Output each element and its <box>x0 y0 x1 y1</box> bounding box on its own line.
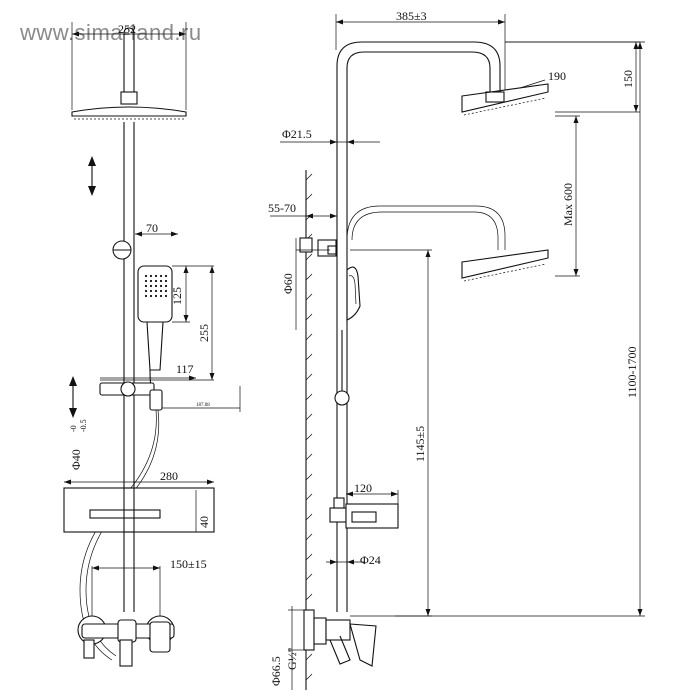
svg-text:150: 150 <box>621 70 635 88</box>
svg-text:Max 600: Max 600 <box>561 183 575 226</box>
svg-text:Φ66.5: Φ66.5 <box>269 656 283 686</box>
side-view: 385±3 190 150 Φ21.5 55-70 <box>268 9 645 690</box>
svg-text:40: 40 <box>197 516 211 528</box>
svg-text:1100-1700: 1100-1700 <box>625 346 639 398</box>
svg-text:-0: -0 <box>69 425 78 432</box>
svg-text:Φ21.5: Φ21.5 <box>282 127 312 141</box>
svg-text:150±15: 150±15 <box>170 557 207 571</box>
svg-text:Φ24: Φ24 <box>360 553 381 567</box>
dim-front-head-width: 252 <box>118 22 136 36</box>
svg-text:55-70: 55-70 <box>268 201 296 215</box>
side-mixer-lever <box>349 623 377 667</box>
svg-text:385±3: 385±3 <box>396 9 427 23</box>
svg-text:190: 190 <box>548 69 566 83</box>
side-overhead-head <box>461 83 549 113</box>
watermark-text: www.sima-land.ru <box>20 20 202 45</box>
front-view: 252 70 <box>63 22 241 667</box>
svg-text:187.08: 187.08 <box>196 403 210 408</box>
svg-text:125: 125 <box>170 287 184 305</box>
svg-text:120: 120 <box>354 481 372 495</box>
side-hand-shower <box>346 266 361 321</box>
svg-text:Φ40: Φ40 <box>69 449 83 470</box>
svg-text:255: 255 <box>197 324 211 342</box>
svg-text:G½": G½" <box>285 647 299 670</box>
svg-text:-0.5: -0.5 <box>79 419 88 432</box>
hand-shower-head <box>137 265 173 323</box>
overhead-shower-head <box>71 106 187 117</box>
svg-text:Φ60: Φ60 <box>281 273 295 294</box>
svg-text:1145±5: 1145±5 <box>413 426 427 462</box>
svg-text:70: 70 <box>146 221 158 235</box>
svg-text:280: 280 <box>160 469 178 483</box>
svg-text:117: 117 <box>176 362 194 376</box>
